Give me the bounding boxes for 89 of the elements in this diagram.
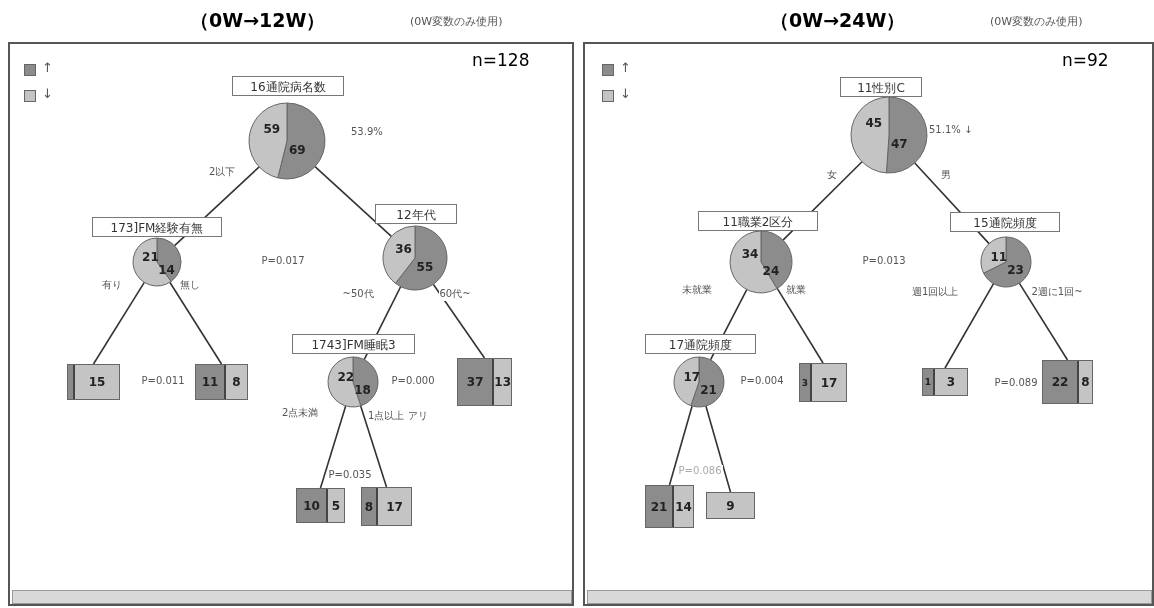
count-label: 21	[700, 383, 717, 398]
count-label: 11	[990, 249, 1008, 264]
count-label: 59	[263, 122, 281, 136]
count-label: 23	[1007, 263, 1024, 278]
edge-label: 2週に1回~	[1030, 285, 1084, 299]
variable-label: 16通院病名数	[232, 76, 344, 96]
count-label: 55	[416, 259, 434, 274]
p-value-label: P=0.017	[260, 255, 306, 266]
edge-label: 女	[826, 168, 838, 182]
p-value-label: P=0.035	[327, 469, 373, 480]
variable-label: 12年代	[375, 204, 457, 224]
count-label: 69	[288, 142, 306, 157]
p-value-label: P=0.004	[739, 375, 785, 386]
variable-label: 15通院頻度	[950, 212, 1060, 232]
count-label: 24	[762, 263, 780, 278]
count-bar	[922, 368, 968, 396]
edge-label: 就業	[785, 283, 807, 297]
edge-label: 未就業	[681, 283, 713, 297]
branch-line	[314, 165, 393, 238]
percent-label: 51.1% ↓	[928, 124, 974, 135]
variable-label: 17通院頻度	[645, 334, 756, 354]
legend-label: ↑	[620, 60, 631, 75]
count-bar	[361, 487, 412, 526]
legend-label: ↑	[42, 60, 53, 75]
panel-title: （0W→12W）	[190, 8, 326, 33]
edge-label: 無し	[179, 278, 201, 292]
count-label: 47	[890, 136, 908, 151]
count-label: 18	[354, 383, 371, 398]
variable-label: 11性別C	[840, 77, 922, 97]
edge-label: 男	[940, 168, 952, 182]
branch-line	[705, 405, 732, 493]
count-label: 36	[395, 242, 412, 256]
branch-line	[169, 281, 223, 365]
bar-segment: 17	[378, 488, 411, 525]
branch-line	[944, 282, 995, 369]
count-label: 22	[337, 369, 355, 384]
count-label: 45	[865, 116, 883, 130]
panel-title: （0W→24W）	[770, 8, 906, 33]
branch-line	[319, 405, 347, 489]
note-text: (0W変数のみ使用)	[410, 14, 503, 29]
variable-label: 173]FM経験有無	[92, 217, 222, 237]
variable-label: 11職業2区分	[698, 211, 818, 231]
count-label: 14	[158, 263, 175, 278]
bar-segment: 8	[1079, 361, 1092, 403]
edge-label: 有り	[101, 278, 123, 292]
edge-label: 2点未満	[281, 406, 320, 420]
bar-segment: 8	[226, 365, 247, 399]
p-value-label: P=0.089	[993, 377, 1039, 388]
branch-line	[432, 283, 486, 359]
window-panel	[583, 42, 1154, 606]
bar-segment: 9	[707, 493, 754, 518]
bar-segment: 15	[73, 365, 119, 399]
count-bar	[296, 488, 345, 523]
edge-label: 1点以上 アリ	[367, 409, 429, 423]
note-text: (0W変数のみ使用)	[990, 14, 1083, 29]
p-value-label: P=0.000	[390, 375, 436, 386]
count-label: 34	[741, 246, 759, 261]
branch-line	[92, 281, 146, 365]
percent-label: 53.9%	[350, 126, 384, 137]
count-bar	[195, 364, 248, 400]
bar-segment: 14	[674, 486, 693, 527]
count-bar	[67, 364, 120, 400]
branch-line	[668, 405, 693, 486]
p-value-label: P=0.086	[677, 465, 723, 476]
branch-line	[1018, 282, 1069, 361]
count-bar	[1042, 360, 1093, 404]
edge-label: ~50代	[341, 287, 375, 301]
branch-line	[776, 287, 824, 364]
count-bar	[799, 363, 847, 402]
edge-label: 2以下	[208, 165, 237, 179]
edge-label: 60代~	[438, 287, 472, 301]
p-value-label: P=0.011	[140, 375, 186, 386]
legend-label: ↓	[42, 86, 53, 101]
bar-segment: 17	[812, 364, 846, 401]
p-value-label: P=0.013	[861, 255, 907, 266]
count-label: 17	[683, 369, 701, 384]
window-panel	[8, 42, 574, 606]
bar-segment: 13	[494, 359, 511, 405]
legend-label: ↓	[620, 86, 631, 101]
bar-segment: 5	[328, 489, 344, 522]
count-label: 21	[142, 250, 159, 264]
branch-line	[359, 405, 388, 488]
count-bar	[645, 485, 694, 528]
variable-label: 1743]FM睡眠3	[292, 334, 415, 354]
edge-label: 週1回以上	[911, 285, 960, 299]
count-bar	[457, 358, 512, 406]
bar-segment: 3	[935, 369, 967, 395]
sample-size: n=92	[1062, 50, 1109, 70]
sample-size: n=128	[472, 50, 530, 70]
